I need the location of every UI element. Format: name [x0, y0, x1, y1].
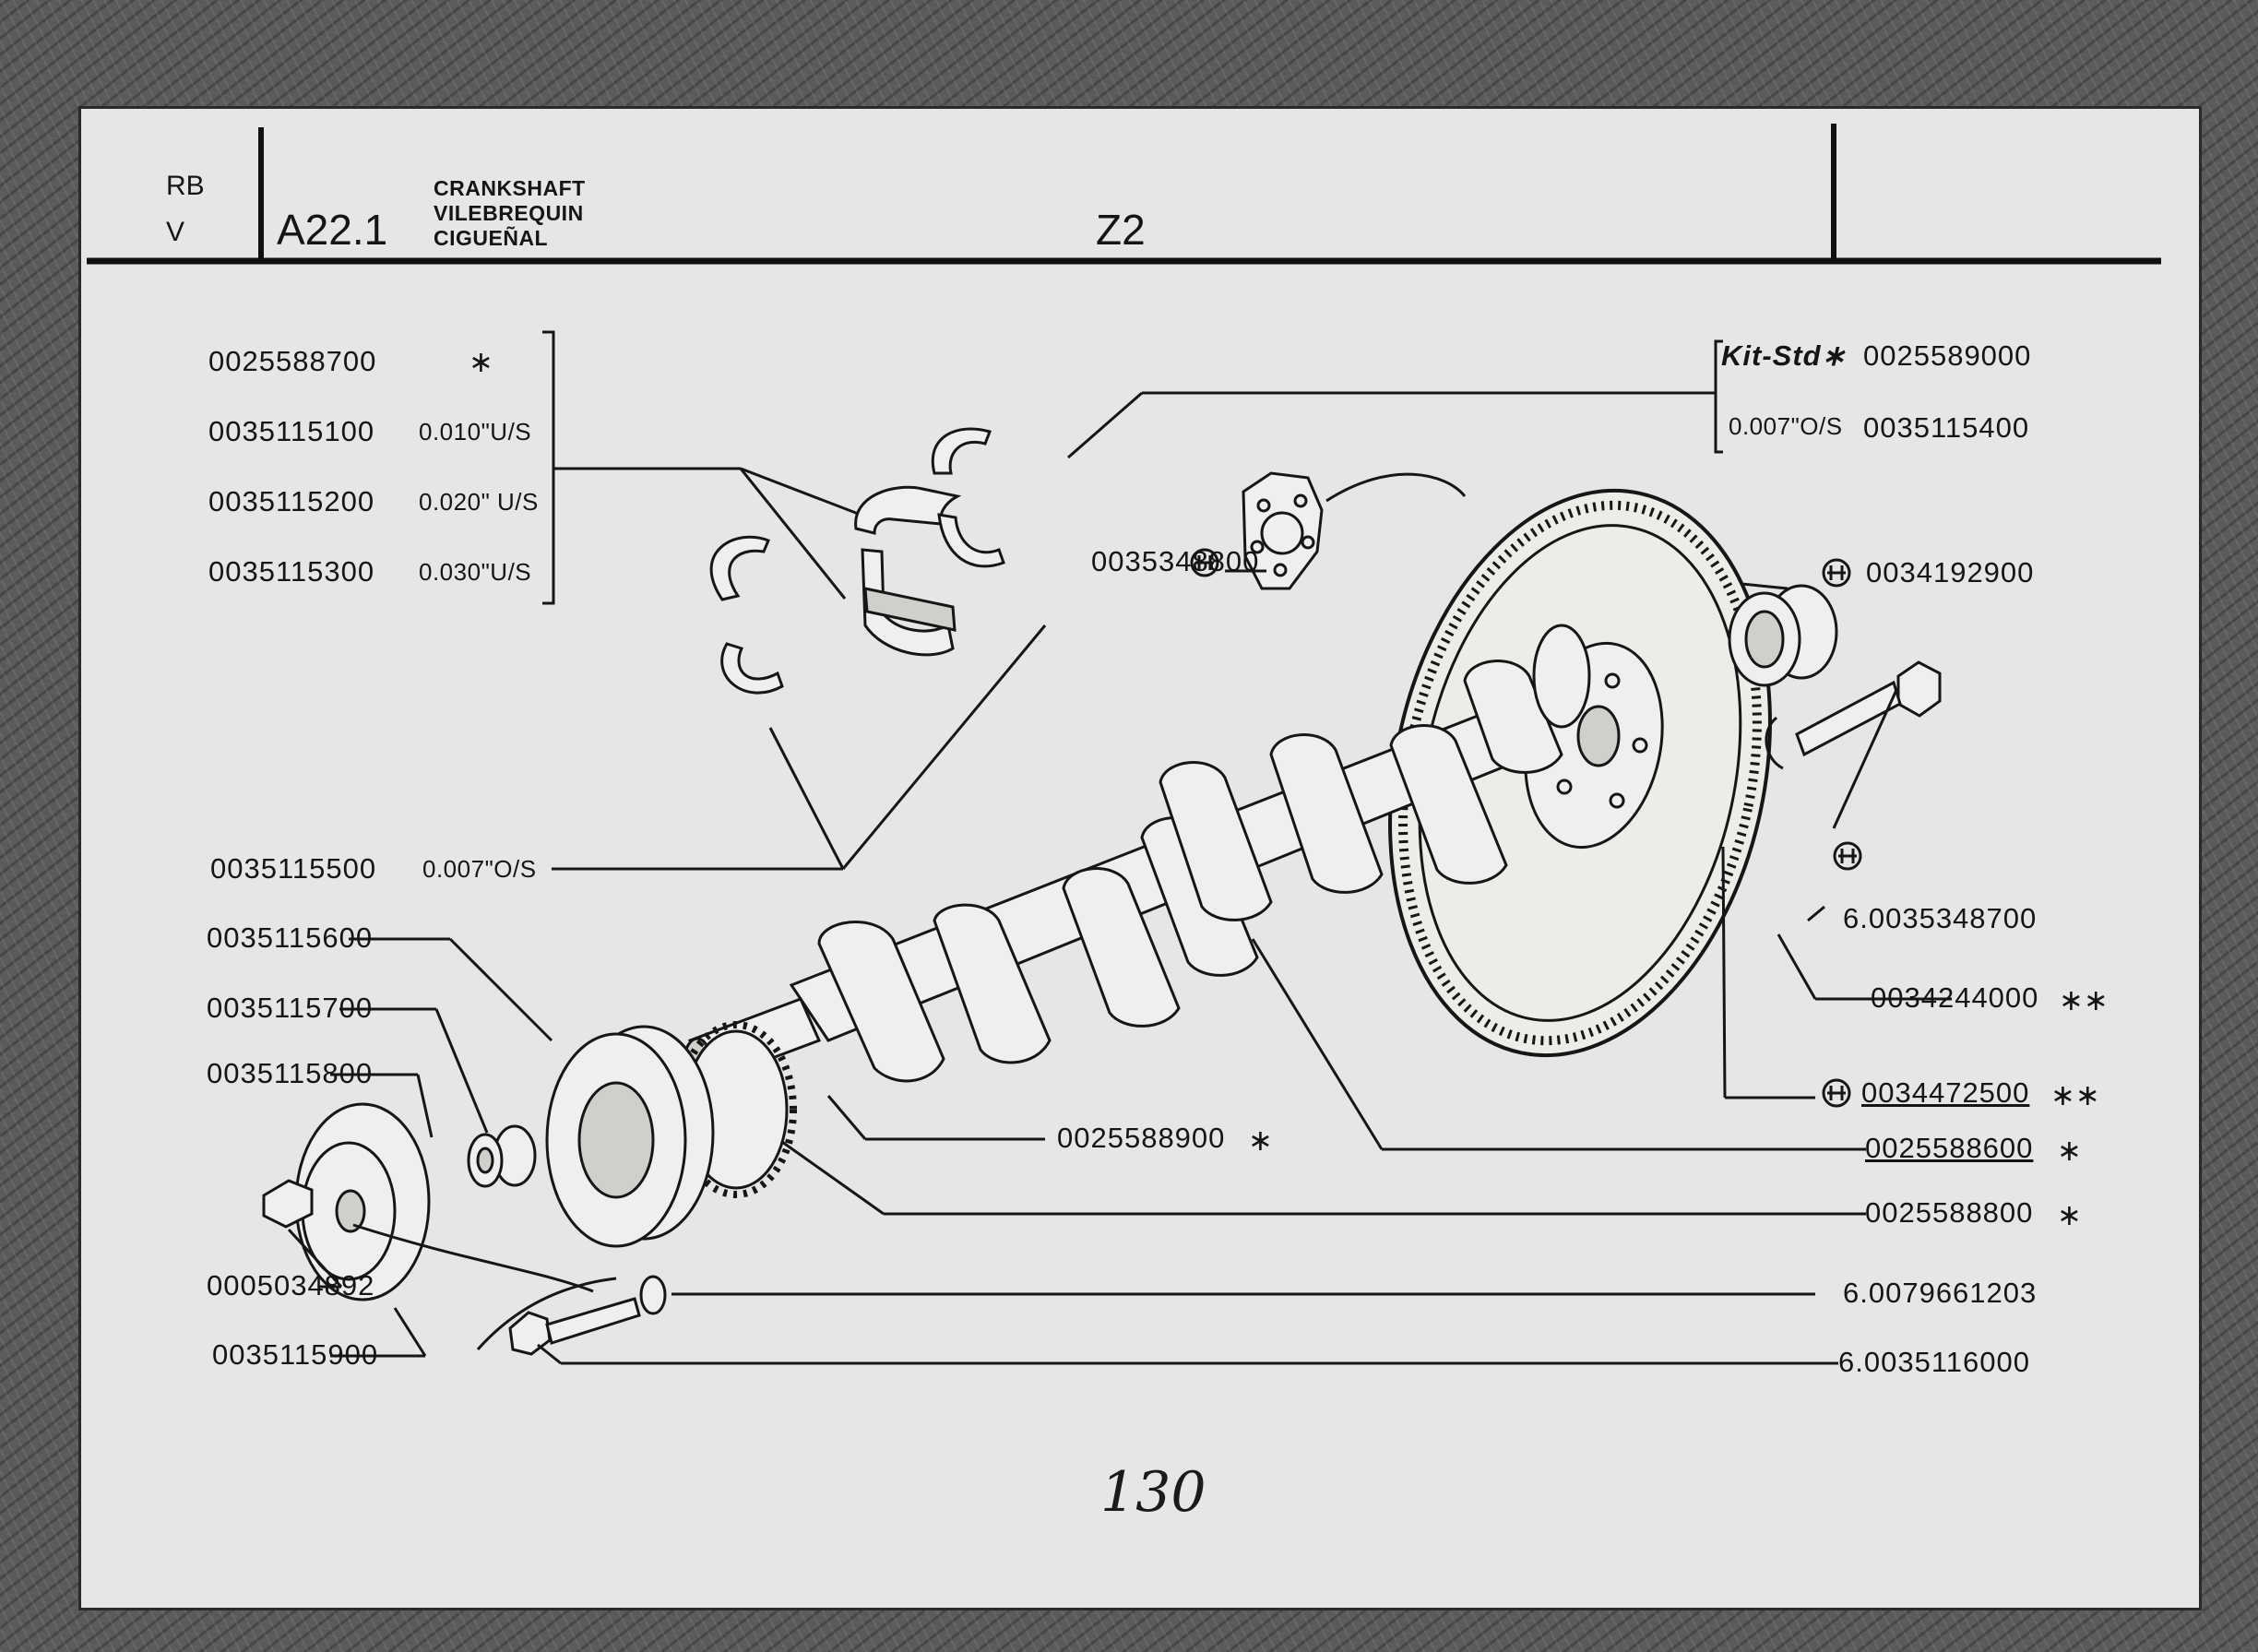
part-number-flywheel: 0034472500 [1861, 1076, 2030, 1109]
leader-left-bracket-b [740, 467, 873, 521]
part-number-bearing-us020: 0035115200 [208, 485, 375, 517]
note-bearing-us020: 0.020" U/S [419, 488, 539, 516]
torque-symbol-plate [1190, 548, 1219, 577]
leader-key [826, 1095, 867, 1140]
leader-left-bracket-c [739, 468, 847, 600]
part-number-spacer: 0035115700 [207, 992, 374, 1024]
part-number-crankshaft: 0025588600 [1865, 1132, 2034, 1164]
leader-thrust-b [768, 727, 845, 870]
part-number-kit: 0025589000 [1863, 339, 2032, 372]
part-number-ring-gear: 0034244000 [1871, 981, 2039, 1014]
header-title-fr: VILEBREQUIN [434, 201, 584, 225]
lower-arc [476, 1277, 617, 1350]
torque-symbol-bolt [1833, 841, 1862, 871]
part-number-bolt-right: 6.0035348700 [1843, 902, 2038, 934]
leader-spacer-b [434, 1008, 489, 1134]
header-section: A22.1 [277, 206, 388, 254]
note-bearing-us010: 0.010"U/S [419, 418, 532, 446]
pilot-bearing [1728, 584, 1838, 687]
part-number-plate: 0035348800 [1091, 545, 1260, 577]
thrust-washer-right [931, 427, 1005, 568]
part-number-bearing-std: 0025588700 [208, 345, 377, 377]
part-number-pulley: 0035115600 [207, 921, 374, 954]
exploded-diagram [87, 124, 2161, 1365]
part-number-washer: 0035115800 [207, 1057, 374, 1089]
main-bearing-shells [854, 485, 962, 657]
mark-crankshaft: ∗ [2057, 1134, 2082, 1167]
leader-ring-gear-a [1777, 933, 1817, 1000]
leader-bolt-right-a [1832, 689, 1898, 829]
page-number: 130 [1100, 1460, 1206, 1525]
crankshaft [683, 624, 1591, 1085]
mark-flywheel: ∗∗ [2050, 1078, 2100, 1111]
leader-flywheel-a [1721, 846, 1727, 1099]
header-code-line2: V [166, 217, 185, 247]
mark-gear: ∗ [2057, 1198, 2082, 1231]
header-title-en: CRANKSHAFT [434, 176, 586, 200]
note-bearing-std: ∗ [469, 345, 493, 378]
leader-right-bracket-b [1067, 391, 1143, 459]
header-title-es: CIGUEÑAL [434, 226, 549, 250]
torque-symbol-flywheel [1822, 1078, 1851, 1108]
part-number-gear: 0025588800 [1865, 1196, 2034, 1229]
part-number-lock-washer: 6.0079661203 [1843, 1277, 2038, 1309]
pulley-hub [262, 1102, 431, 1301]
part-number-lower-bolt: 6.0035116000 [1838, 1346, 2030, 1378]
left-bracket [542, 330, 555, 605]
part-number-key: 0025588900 [1057, 1122, 1226, 1154]
note-thrust: 0.007"O/S [422, 855, 537, 883]
part-number-bearing: 0034192900 [1866, 556, 2035, 588]
part-number-bearing-us030: 0035115300 [208, 555, 375, 588]
header-code-line1: RB [166, 171, 205, 201]
leader-hub-b [393, 1307, 427, 1357]
plate-arc [1325, 472, 1467, 503]
leader-washer-b [416, 1074, 434, 1138]
note-bearing-us030: 0.030"U/S [419, 558, 532, 586]
part-number-hub: 0035115900 [212, 1338, 379, 1371]
part-number-thrust: 0035115500 [210, 852, 377, 885]
flywheel-bolt [1765, 660, 1942, 770]
spacer-washer [467, 1124, 537, 1188]
right-bracket [1714, 339, 1723, 454]
flywheel-plate [1242, 471, 1324, 590]
mark-key: ∗ [1248, 1123, 1273, 1157]
leader-crankshaft-a [1251, 938, 1384, 1150]
header-group: Z2 [1096, 206, 1146, 254]
leader-thrust-c [841, 624, 1047, 870]
mark-ring-gear: ∗∗ [2059, 983, 2109, 1016]
leader-pulley-b [448, 937, 553, 1042]
part-number-bearing-us010: 0035115100 [208, 415, 375, 447]
part-number-oversize: 0035115400 [1863, 411, 2030, 444]
leader-lower-bolt-a [537, 1343, 562, 1365]
leader-bolt-right-b [1807, 905, 1825, 922]
leader-screw-b [287, 1228, 343, 1289]
part-number-screw: 0005034892 [207, 1269, 375, 1301]
note-oversize: 0.007"O/S [1729, 412, 1843, 440]
kit-label: Kit-Std∗ [1721, 339, 1847, 372]
hub-arc [352, 1223, 594, 1293]
leader-gear-a [781, 1140, 885, 1216]
catalog-sheet: RB V A22.1 CRANKSHAFT VILEBREQUIN CIGUEÑ… [81, 109, 2199, 1608]
torque-symbol-bearing [1822, 558, 1851, 588]
lower-bolt [508, 1275, 667, 1356]
leader-bearing [1741, 582, 1789, 590]
thrust-washer-left [709, 535, 784, 695]
crank-pulley [545, 1025, 715, 1248]
